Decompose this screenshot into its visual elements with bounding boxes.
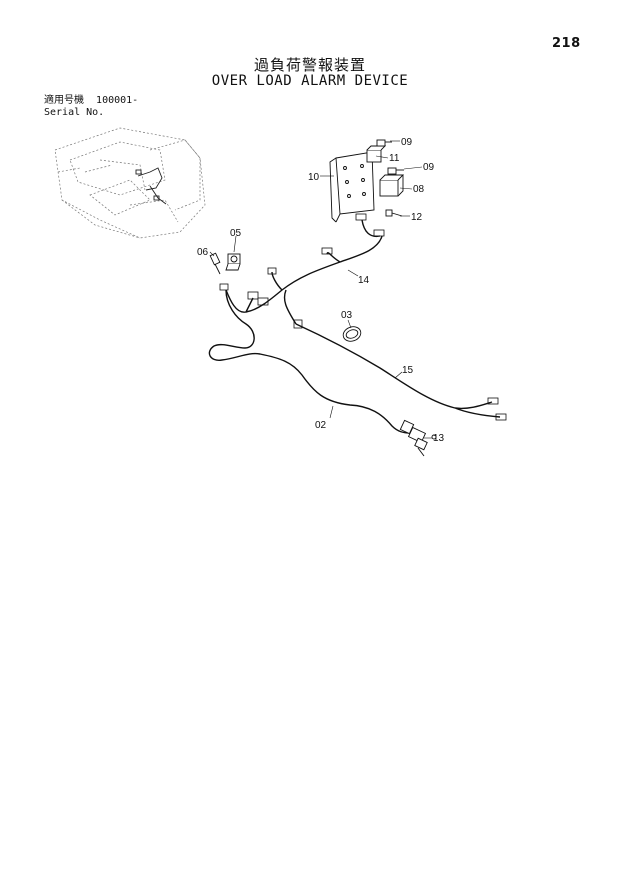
alarm-unit-part xyxy=(379,167,405,217)
serial-applicability: 適用号機 100001- Serial No. xyxy=(44,95,138,119)
serial-row-jp: 適用号機 100001- xyxy=(44,95,138,107)
leader-lines xyxy=(209,140,432,439)
inset-wiring-highlight xyxy=(135,167,167,205)
machine-location-inset xyxy=(54,127,206,239)
callout-12-screw: 12 xyxy=(411,212,423,223)
callout-11-relay: 11 xyxy=(389,153,400,164)
serial-label-en: Serial No. xyxy=(44,107,105,118)
serial-label-jp: 適用号機 xyxy=(44,95,84,106)
callout-09-bolt-top: 09 xyxy=(401,137,413,148)
switch-part xyxy=(225,253,241,271)
plug-part xyxy=(209,252,221,275)
clamp-part xyxy=(342,326,362,342)
serial-number-from: 100001- xyxy=(96,95,139,106)
callout-08-alarm-unit: 08 xyxy=(413,184,425,195)
harness-connectors xyxy=(219,213,507,421)
callout-05-switch: 05 xyxy=(230,228,242,239)
callout-03-clamp: 03 xyxy=(341,310,353,321)
wire-harness-14 xyxy=(225,219,383,313)
callout-02-harness: 02 xyxy=(315,420,327,431)
callout-15-harness: 15 xyxy=(402,365,414,376)
relay-part xyxy=(366,139,392,163)
callout-09-bolt-right: 09 xyxy=(423,162,435,173)
callout-10-bracket: 10 xyxy=(308,172,320,183)
callout-14-harness: 14 xyxy=(358,275,370,286)
page-title-japanese: 過負荷警報装置 xyxy=(253,56,366,74)
callout-06-plug: 06 xyxy=(197,247,209,258)
callout-13-sensor: 13 xyxy=(433,433,445,444)
wire-harness-15 xyxy=(283,289,501,418)
bracket-panel xyxy=(329,151,375,223)
page-title-english: OVER LOAD ALARM DEVICE xyxy=(211,73,409,89)
pressure-sensor-part xyxy=(399,419,437,457)
wire-harness-02 xyxy=(208,289,411,434)
page-number: 218 xyxy=(552,36,581,51)
